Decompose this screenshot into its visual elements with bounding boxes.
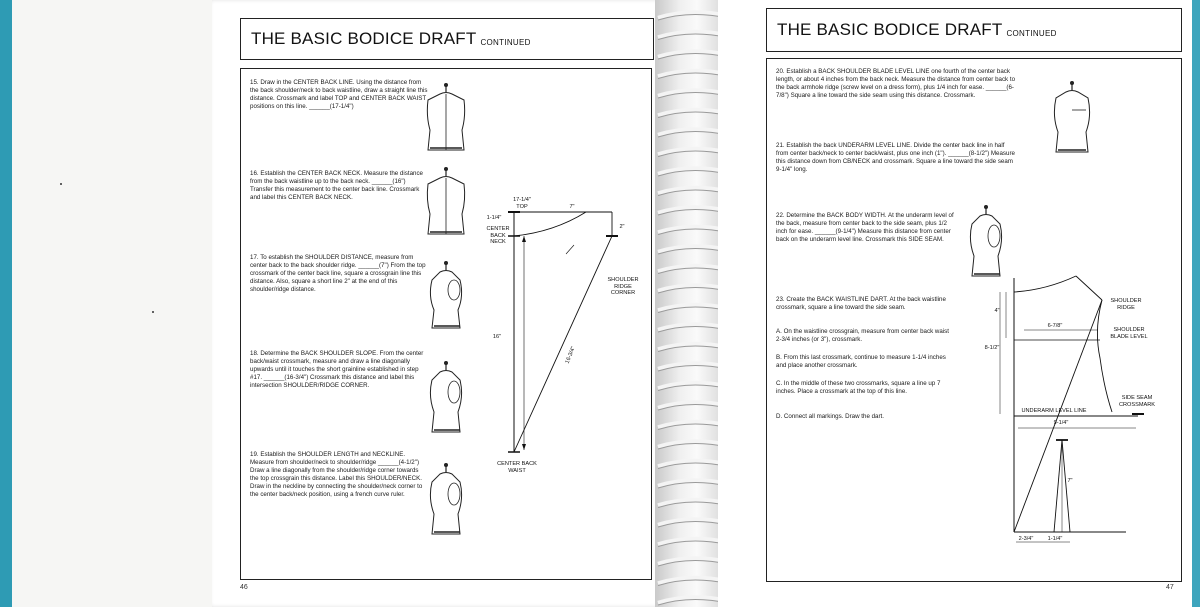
underarm-level-line-label: UNDERARM LEVEL LINE — [1021, 408, 1087, 414]
content-frame — [240, 68, 652, 580]
page-title: THE BASIC BODICE DRAFT — [251, 29, 477, 48]
dress-form-back-figure — [426, 83, 466, 151]
step-20: 20. Establish a BACK SHOULDER BLADE LEVE… — [776, 68, 1016, 99]
cb-waist-label: CENTER BACK WAIST — [497, 461, 537, 474]
page-number: 47 — [1166, 584, 1174, 591]
step-23-b: B. From this last crossmark, continue to… — [776, 354, 946, 369]
step-23-c: C. In the middle of these two crossmarks… — [776, 380, 941, 395]
page-title-suffix: CONTINUED — [1006, 28, 1057, 38]
dress-form-back-figure — [1053, 81, 1091, 153]
dress-form-back-figure — [426, 167, 466, 235]
step-23: 23. Create the BACK WAISTLINE DART. At t… — [776, 296, 946, 311]
inside-cover-page — [12, 0, 218, 607]
dress-form-side-figure — [429, 261, 463, 329]
side-seam-crossmark-label: SIDE SEAM CROSSMARK — [1118, 395, 1156, 408]
step-18: 18. Determine the BACK SHOULDER SLOPE. F… — [250, 350, 424, 389]
shoulder-ridge-label: SHOULDER RIDGE — [1110, 298, 1142, 311]
step-17: 17. To establish the SHOULDER DISTANCE, … — [250, 254, 426, 293]
length-measure-label: 16" — [492, 334, 502, 340]
speck — [152, 311, 154, 313]
shoulder-measure-label: 7" — [569, 204, 575, 210]
back-waistline-dart-diagram — [999, 275, 1144, 543]
shoulder-blade-level-label: SHOULDER BLADE LEVEL — [1110, 327, 1148, 340]
speck — [60, 183, 62, 185]
top-measure-label: 17-1/4" — [513, 197, 531, 203]
page-number: 46 — [240, 584, 248, 591]
dress-form-side-figure — [429, 361, 463, 433]
step-21: 21. Establish the back UNDERARM LEVEL LI… — [776, 142, 1015, 173]
step-15: 15. Draw in the CENTER BACK LINE. Using … — [250, 79, 428, 110]
dress-form-side-figure — [969, 205, 1003, 277]
measure-7-label: 7" — [1067, 478, 1073, 484]
dress-form-side-figure — [429, 463, 463, 535]
page-title-box: THE BASIC BODICE DRAFT CONTINUED — [766, 8, 1182, 52]
top-label: TOP — [516, 204, 528, 210]
content-frame — [766, 58, 1182, 582]
page-title-box: THE BASIC BODICE DRAFT CONTINUED — [240, 18, 654, 60]
step-23-d: D. Connect all markings. Draw the dart. — [776, 413, 884, 420]
measure-1-1-4-label: 1-1/4" — [1047, 536, 1063, 542]
measure-6-7-8-label: 6-7/8" — [1047, 323, 1063, 329]
step-16: 16. Establish the CENTER BACK NECK. Meas… — [250, 170, 423, 201]
step-19: 19. Establish the SHOULDER LENGTH and NE… — [250, 451, 423, 498]
measure-9-1-4-label: 9-1/4" — [1053, 420, 1069, 426]
neck-measure-label: 1-1/4" — [486, 215, 502, 221]
step-22: 22. Determine the BACK BODY WIDTH. At th… — [776, 212, 954, 243]
book-cover-edge — [1192, 0, 1200, 607]
cb-neck-label: CENTER BACK NECK — [486, 226, 510, 245]
step-23-a: A. On the waistline crossgrain, measure … — [776, 328, 949, 343]
page-title: THE BASIC BODICE DRAFT — [777, 20, 1003, 39]
page-title-suffix: CONTINUED — [480, 37, 531, 47]
back-bodice-draft-diagram — [508, 211, 618, 453]
shoulder-ridge-corner-label: SHOULDER RIDGE CORNER — [607, 277, 639, 296]
page-46: THE BASIC BODICE DRAFT CONTINUED 15. Dra… — [212, 0, 664, 607]
measure-8-1-2-label: 8-1/2" — [984, 345, 1000, 351]
page-47: THE BASIC BODICE DRAFT CONTINUED 20. Est… — [718, 0, 1194, 607]
measure-4-label: 4" — [994, 308, 1000, 314]
measure-2-3-4-label: 2-3/4" — [1018, 536, 1034, 542]
short-line-measure-label: 2" — [619, 224, 625, 230]
